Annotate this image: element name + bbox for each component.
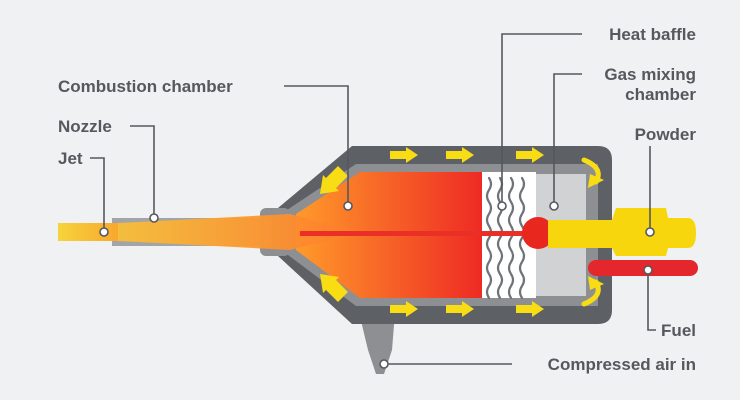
leader-lines bbox=[90, 33, 656, 365]
label-compressed-air: Compressed air in bbox=[548, 355, 696, 374]
label-jet: Jet bbox=[58, 149, 83, 168]
label-fuel: Fuel bbox=[661, 321, 696, 340]
leader-nozzle bbox=[130, 125, 155, 218]
flow-arrow bbox=[516, 147, 544, 163]
flow-arrow bbox=[320, 166, 348, 194]
label-gas-mixing-2: chamber bbox=[625, 85, 696, 104]
flow-arrow bbox=[446, 301, 474, 317]
leader-gas-mixing bbox=[553, 73, 582, 206]
fuel-line bbox=[588, 260, 698, 276]
flow-arrow bbox=[390, 301, 418, 317]
flow-arrow bbox=[446, 147, 474, 163]
labels: Combustion chamber Nozzle Jet Heat baffl… bbox=[58, 25, 696, 374]
label-gas-mixing-1: Gas mixing bbox=[604, 65, 696, 84]
label-nozzle: Nozzle bbox=[58, 117, 112, 136]
leader-dots bbox=[99, 201, 655, 369]
leader-combustion bbox=[284, 85, 349, 206]
heat-baffle-waves bbox=[485, 176, 526, 300]
jet-stream bbox=[58, 223, 118, 241]
injection-tip bbox=[522, 217, 554, 249]
flow-arrow bbox=[390, 147, 418, 163]
flame-cone bbox=[100, 214, 360, 250]
return-arrow-heads bbox=[588, 174, 604, 290]
injection-line bbox=[300, 231, 540, 236]
flow-arrow bbox=[516, 301, 544, 317]
powder-feed bbox=[548, 208, 696, 256]
label-heat-baffle: Heat baffle bbox=[609, 25, 696, 44]
label-combustion-chamber: Combustion chamber bbox=[58, 77, 233, 96]
flow-arrow bbox=[320, 274, 348, 302]
label-powder: Powder bbox=[635, 125, 697, 144]
leader-jet bbox=[90, 157, 105, 232]
leader-heat-baffle bbox=[501, 33, 582, 206]
air-flow-arrows bbox=[320, 147, 544, 317]
leader-fuel bbox=[647, 270, 656, 331]
